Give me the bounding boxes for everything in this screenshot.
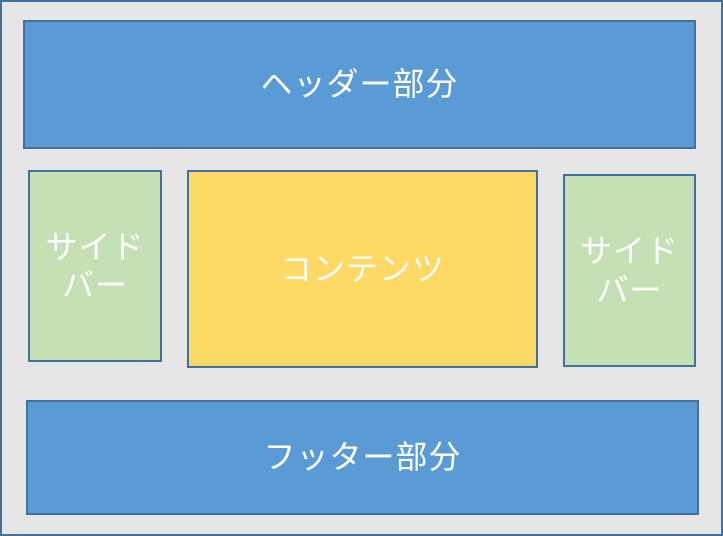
footer-label: フッター部分 xyxy=(263,438,462,477)
content-label: コンテンツ xyxy=(279,249,445,288)
left-sidebar-label: サイド バー xyxy=(45,227,145,304)
footer-block: フッター部分 xyxy=(26,400,699,515)
left-sidebar-block: サイド バー xyxy=(28,170,162,362)
right-sidebar-label: サイド バー xyxy=(579,232,679,309)
header-block: ヘッダー部分 xyxy=(23,20,696,149)
header-label: ヘッダー部分 xyxy=(260,65,459,104)
content-block: コンテンツ xyxy=(187,170,538,368)
right-sidebar-block: サイド バー xyxy=(563,174,696,367)
